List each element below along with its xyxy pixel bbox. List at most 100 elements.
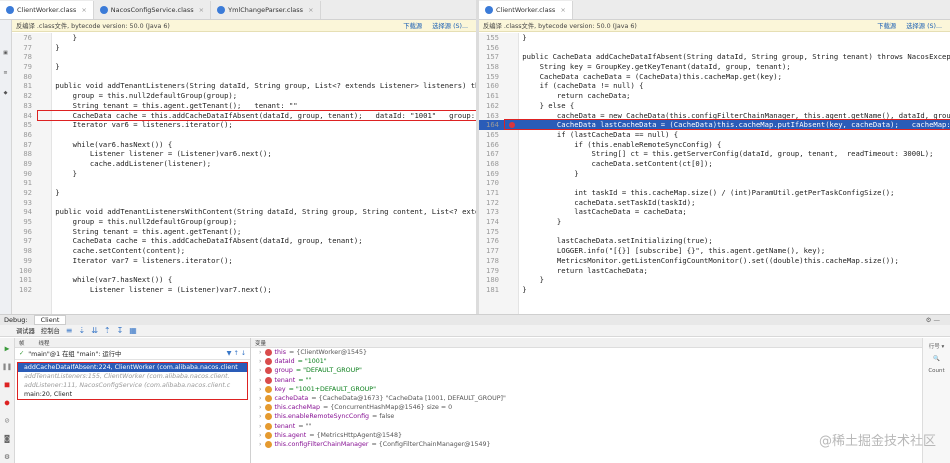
line-number[interactable]: 179: [486, 265, 499, 275]
line-number[interactable]: 162: [486, 100, 499, 110]
code-line[interactable]: 81 public void addTenantListeners(String…: [12, 81, 476, 91]
code-line[interactable]: 90 }: [12, 169, 476, 179]
line-number[interactable]: 175: [486, 226, 499, 236]
code-line[interactable]: 99 Iterator var7 = listeners.iterator();: [12, 256, 476, 266]
line-number[interactable]: 99: [23, 255, 32, 265]
code-line[interactable]: 87 while(var6.hasNext()) {: [12, 140, 476, 150]
code-line[interactable]: 101 while(var7.hasNext()) {: [12, 275, 476, 285]
line-number[interactable]: 160: [486, 81, 499, 91]
code-line[interactable]: 77 }: [12, 43, 476, 53]
line-number[interactable]: 180: [486, 275, 499, 285]
line-number[interactable]: 156: [486, 42, 499, 52]
stack-frame[interactable]: addTenantListeners:155, ClientWorker (co…: [24, 373, 230, 380]
line-number[interactable]: 84: [23, 110, 32, 120]
debug-settings-icon[interactable]: ⚙: [4, 452, 10, 461]
expand-arrow-icon[interactable]: ›: [259, 431, 262, 439]
line-number[interactable]: 163: [486, 110, 499, 120]
code-line[interactable]: 88 Listener listener = (Listener)var6.ne…: [12, 149, 476, 159]
code-line[interactable]: 102 Listener listener = (Listener)var7.n…: [12, 285, 476, 295]
code-line[interactable]: 173 lastCacheData = cacheData;: [479, 207, 950, 217]
code-line[interactable]: 175: [479, 227, 950, 237]
expand-arrow-icon[interactable]: ›: [259, 422, 262, 430]
expand-arrow-icon[interactable]: ›: [259, 440, 262, 448]
code-line[interactable]: 179 return lastCacheData;: [479, 266, 950, 276]
variable-row[interactable]: ›dataId= "1001": [251, 357, 950, 366]
code-line[interactable]: 156: [479, 43, 950, 53]
project-tool-strip[interactable]: ▣ ≡ ◆: [0, 20, 12, 314]
line-number[interactable]: 159: [486, 71, 499, 81]
line-number-dropdown[interactable]: 行号 ▾: [928, 344, 945, 350]
stop-icon[interactable]: ■: [4, 380, 10, 389]
expand-arrow-icon[interactable]: ›: [259, 413, 262, 421]
code-line[interactable]: 162 } else {: [479, 101, 950, 111]
choose-source-link-right[interactable]: 选择源 (S)...: [906, 23, 942, 30]
code-line[interactable]: 165 if (lastCacheData == null) {: [479, 130, 950, 140]
code-line[interactable]: 91: [12, 178, 476, 188]
expand-arrow-icon[interactable]: ›: [259, 349, 262, 356]
line-number[interactable]: 97: [23, 236, 32, 246]
code-line[interactable]: 172 cacheData.setTaskId(taskId);: [479, 198, 950, 208]
line-number[interactable]: 85: [23, 120, 32, 130]
code-line[interactable]: 167 String[] ct = this.getServerConfig(d…: [479, 149, 950, 159]
code-line[interactable]: 178 MetricsMonitor.getListenConfigCountM…: [479, 256, 950, 266]
expand-arrow-icon[interactable]: ›: [259, 367, 262, 375]
line-number[interactable]: 87: [23, 139, 32, 149]
expand-arrow-icon[interactable]: ›: [259, 358, 262, 366]
line-number[interactable]: 174: [486, 217, 499, 227]
line-number[interactable]: 89: [23, 158, 32, 168]
close-icon[interactable]: ×: [560, 6, 566, 14]
code-line[interactable]: 97 CacheData cache = this.addCacheDataIf…: [12, 236, 476, 246]
variable-row[interactable]: ›key= "1001+DEFAULT_GROUP": [251, 385, 950, 394]
line-number[interactable]: 181: [486, 284, 499, 294]
console-tab[interactable]: 控制台: [40, 328, 60, 335]
line-number[interactable]: 86: [23, 129, 32, 139]
code-line[interactable]: 157 public CacheData addCacheDataIfAbsen…: [479, 52, 950, 62]
filter-icon[interactable]: ▼ ↑ ↓: [226, 350, 246, 357]
code-line[interactable]: 92 }: [12, 188, 476, 198]
line-number[interactable]: 80: [23, 71, 32, 81]
line-number[interactable]: 81: [23, 81, 32, 91]
mute-breakpoints-icon[interactable]: ⊘: [4, 416, 10, 425]
code-line[interactable]: 168 cacheData.setContent(ct[0]);: [479, 159, 950, 169]
line-number[interactable]: 168: [486, 158, 499, 168]
close-icon[interactable]: ×: [198, 6, 205, 14]
step-into-icon[interactable]: ⇣: [78, 326, 86, 335]
code-line[interactable]: 98 cache.setContent(content);: [12, 246, 476, 256]
code-line[interactable]: 176 lastCacheData.setInitializing(true);: [479, 236, 950, 246]
camera-icon[interactable]: ◙: [4, 434, 10, 443]
line-number[interactable]: 171: [486, 188, 499, 197]
code-line[interactable]: 84 CacheData cache = this.addCacheDataIf…: [12, 109, 476, 121]
structure-icon[interactable]: ≡: [3, 70, 8, 76]
code-line[interactable]: 78: [12, 52, 476, 62]
line-number[interactable]: 170: [486, 178, 499, 188]
variable-row[interactable]: ›this.agent= {MetricsHttpAgent@1548}: [251, 431, 950, 440]
line-number[interactable]: 165: [486, 129, 499, 139]
line-number[interactable]: 173: [486, 207, 499, 217]
line-number[interactable]: 78: [23, 52, 32, 62]
code-line[interactable]: 171 int taskId = this.cacheMap.size() / …: [479, 188, 950, 198]
bookmarks-icon[interactable]: ◆: [3, 90, 8, 96]
code-line[interactable]: 177 LOGGER.info("[{}] [subscribe] {}", t…: [479, 246, 950, 256]
code-line[interactable]: 155 }: [479, 33, 950, 43]
code-line[interactable]: 76 }: [12, 33, 476, 43]
stack-frame[interactable]: main:20, Client: [24, 391, 73, 398]
code-line[interactable]: 94 public void addTenantListenersWithCon…: [12, 207, 476, 217]
line-number[interactable]: 83: [23, 100, 32, 110]
line-number[interactable]: 176: [486, 236, 499, 246]
line-number[interactable]: 90: [23, 168, 32, 178]
variable-row[interactable]: ›tenant= "": [251, 422, 950, 431]
line-number[interactable]: 98: [23, 246, 32, 256]
editor-tab[interactable]: YmlChangeParser.class×: [211, 1, 321, 19]
expand-arrow-icon[interactable]: ›: [259, 376, 262, 384]
debugger-tab[interactable]: 调试器: [16, 328, 35, 335]
thread-selector[interactable]: ✓ "main"@1 在组 "main": 运行中 ▼ ↑ ↓: [15, 348, 250, 360]
download-source-link[interactable]: 下载源: [403, 23, 423, 30]
line-number[interactable]: 77: [23, 42, 32, 52]
expand-arrow-icon[interactable]: ›: [259, 404, 262, 412]
line-number[interactable]: 172: [486, 197, 499, 207]
code-line[interactable]: 180 }: [479, 275, 950, 285]
line-number[interactable]: 169: [486, 168, 499, 178]
code-line[interactable]: 93: [12, 198, 476, 208]
line-number[interactable]: 100: [19, 265, 32, 275]
